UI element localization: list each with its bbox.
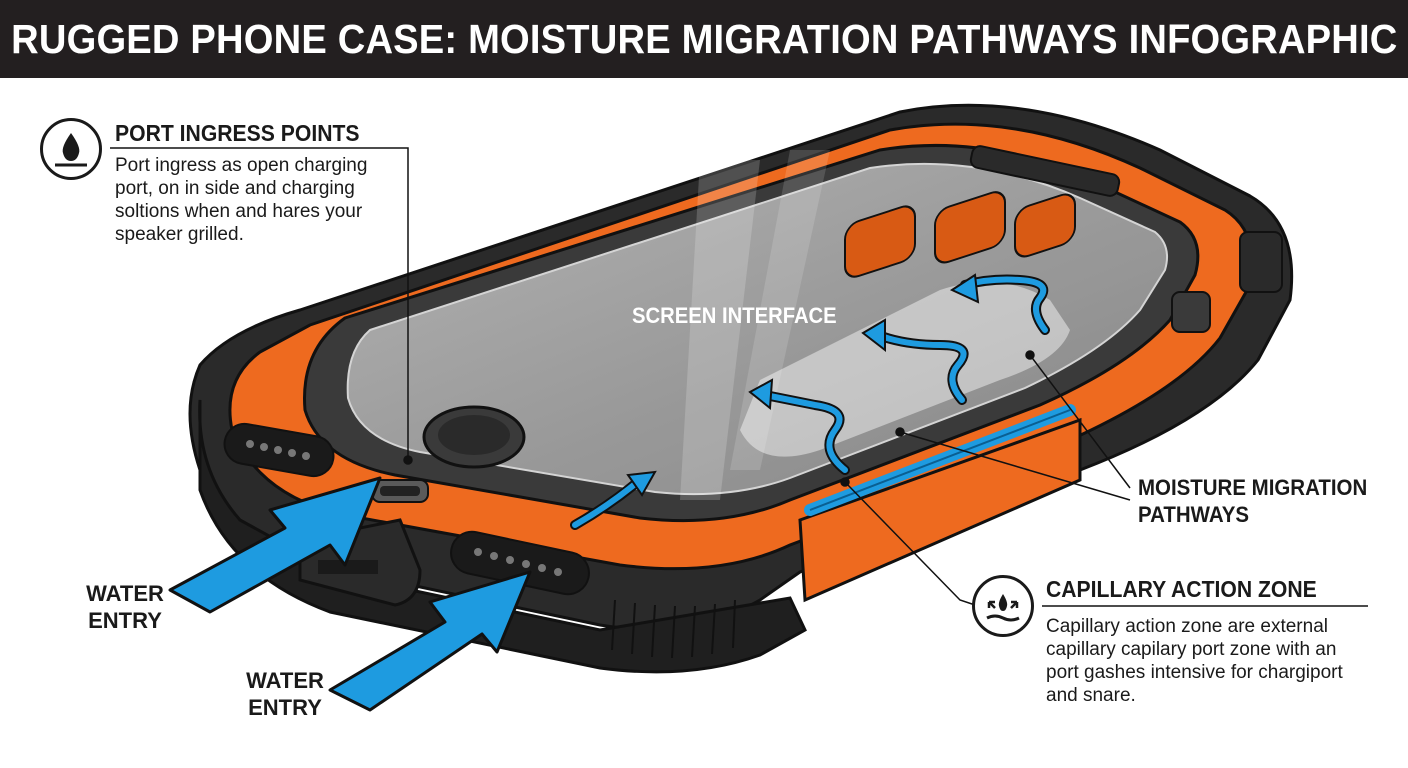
port-ingress-heading: PORT INGRESS POINTS bbox=[115, 120, 360, 147]
moisture-migration-label: MOISTURE MIGRATION PATHWAYS bbox=[1138, 474, 1367, 528]
water-entry-label: WATER ENTRY bbox=[80, 580, 170, 634]
capillary-zone-description: Capillary action zone are external capil… bbox=[1046, 615, 1386, 707]
screen-interface-label: SCREEN INTERFACE bbox=[632, 303, 837, 329]
water-entry-label: WATER ENTRY bbox=[240, 667, 330, 721]
capillary-zone-heading: CAPILLARY ACTION ZONE bbox=[1046, 576, 1317, 603]
capillary-arrows-icon bbox=[972, 575, 1034, 637]
water-drop-icon bbox=[40, 118, 102, 180]
side-button bbox=[1172, 292, 1210, 332]
port-ingress-description: Port ingress as open charging port, on i… bbox=[115, 154, 395, 246]
